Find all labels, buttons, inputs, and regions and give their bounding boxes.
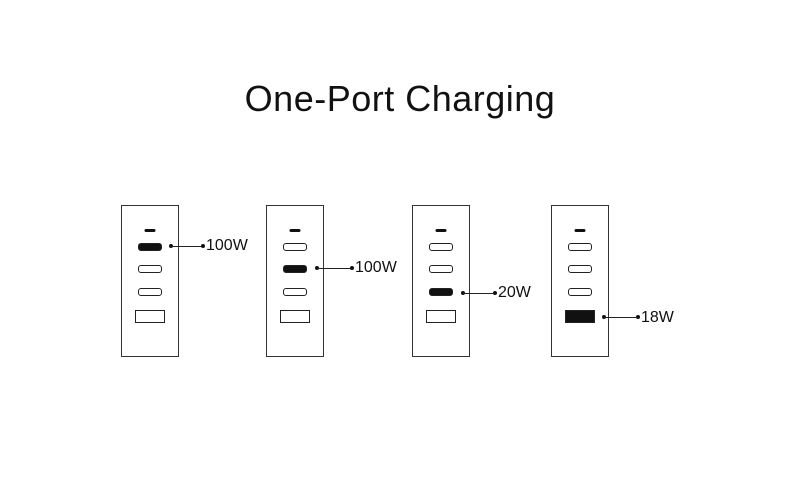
charger-1 (121, 205, 179, 357)
indicator-light (144, 229, 156, 232)
usb-a-port (280, 310, 310, 323)
usb-c1-port (568, 243, 592, 251)
usb-c2-port (568, 265, 592, 273)
callout-dot-end (493, 291, 497, 295)
charger-2 (266, 205, 324, 357)
diagram-title: One-Port Charging (244, 78, 556, 119)
charger-3 (412, 205, 470, 357)
callout-dot-end (350, 266, 354, 270)
callout-line (604, 317, 638, 318)
callout-line (171, 246, 203, 247)
indicator-light (435, 229, 447, 232)
usb-a-port (135, 310, 165, 323)
charger-4 (551, 205, 609, 357)
usb-c2-port (138, 265, 162, 273)
callout-dot-end (201, 244, 205, 248)
usb-c3-port (568, 288, 592, 296)
indicator-light (289, 229, 301, 232)
usb-a-port (565, 310, 595, 323)
indicator-light (574, 229, 586, 232)
callout-line (317, 268, 352, 269)
usb-c2-port (429, 265, 453, 273)
usb-c1-port (283, 243, 307, 251)
usb-c3-port (138, 288, 162, 296)
usb-c3-port (429, 288, 453, 296)
usb-c3-port (283, 288, 307, 296)
charger-3-power-label: 20W (498, 284, 531, 301)
usb-c1-port (429, 243, 453, 251)
usb-c1-port (138, 243, 162, 251)
charger-4-power-label: 18W (641, 309, 674, 326)
usb-c2-port (283, 265, 307, 273)
callout-line (463, 293, 495, 294)
charger-2-power-label: 100W (355, 259, 397, 276)
usb-a-port (426, 310, 456, 323)
charger-1-power-label: 100W (206, 237, 248, 254)
callout-dot-end (636, 315, 640, 319)
